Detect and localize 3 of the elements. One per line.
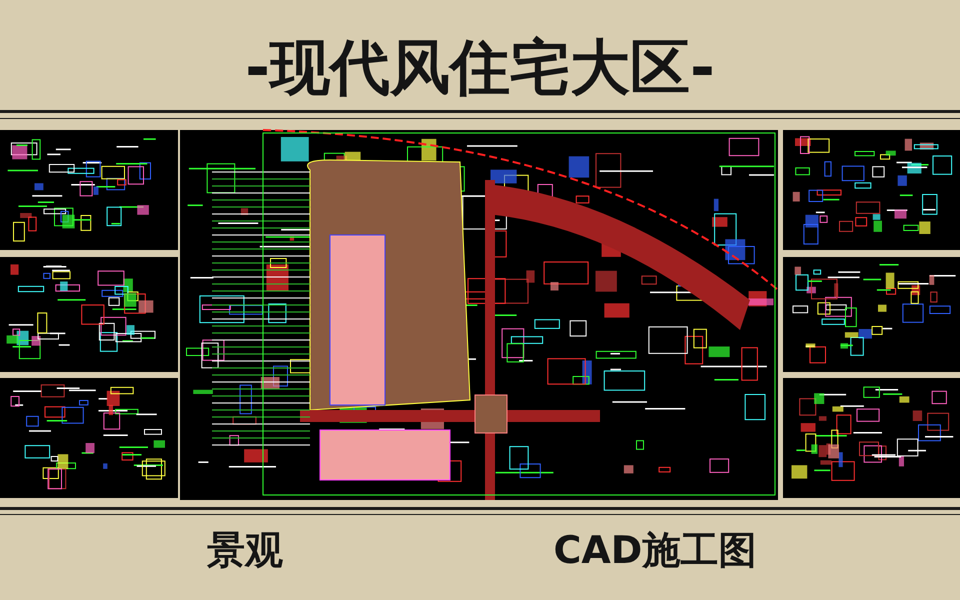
caption-text: CAD施工图 <box>554 527 756 574</box>
title: -现代风住宅大区- <box>244 32 716 105</box>
caption-text: 景观 <box>207 527 283 574</box>
